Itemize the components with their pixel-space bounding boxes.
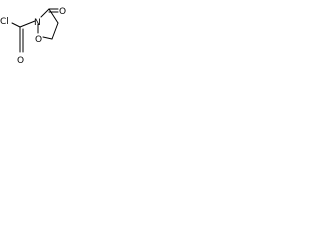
atom-label-ketone-oxygen: O [59,7,66,17]
bond-c5-o-ring [42,36,53,40]
atom-label-carbonyl-oxygen: O [17,56,24,66]
bond-cl-c [11,22,21,28]
bond-c3-c4 [48,8,59,24]
atom-label-ring-oxygen: O [35,35,42,45]
atom-label-ring-nitrogen: N [34,18,41,28]
bond-c4-c5 [51,22,59,40]
atom-label-chlorine: Cl [0,17,9,27]
bond-c-n [19,20,36,28]
atom-labels: Cl N O O O [0,7,66,66]
bonds [11,8,59,53]
bond-n-c3 [40,8,50,18]
chemical-structure-diagram: Cl N O O O [0,7,66,66]
